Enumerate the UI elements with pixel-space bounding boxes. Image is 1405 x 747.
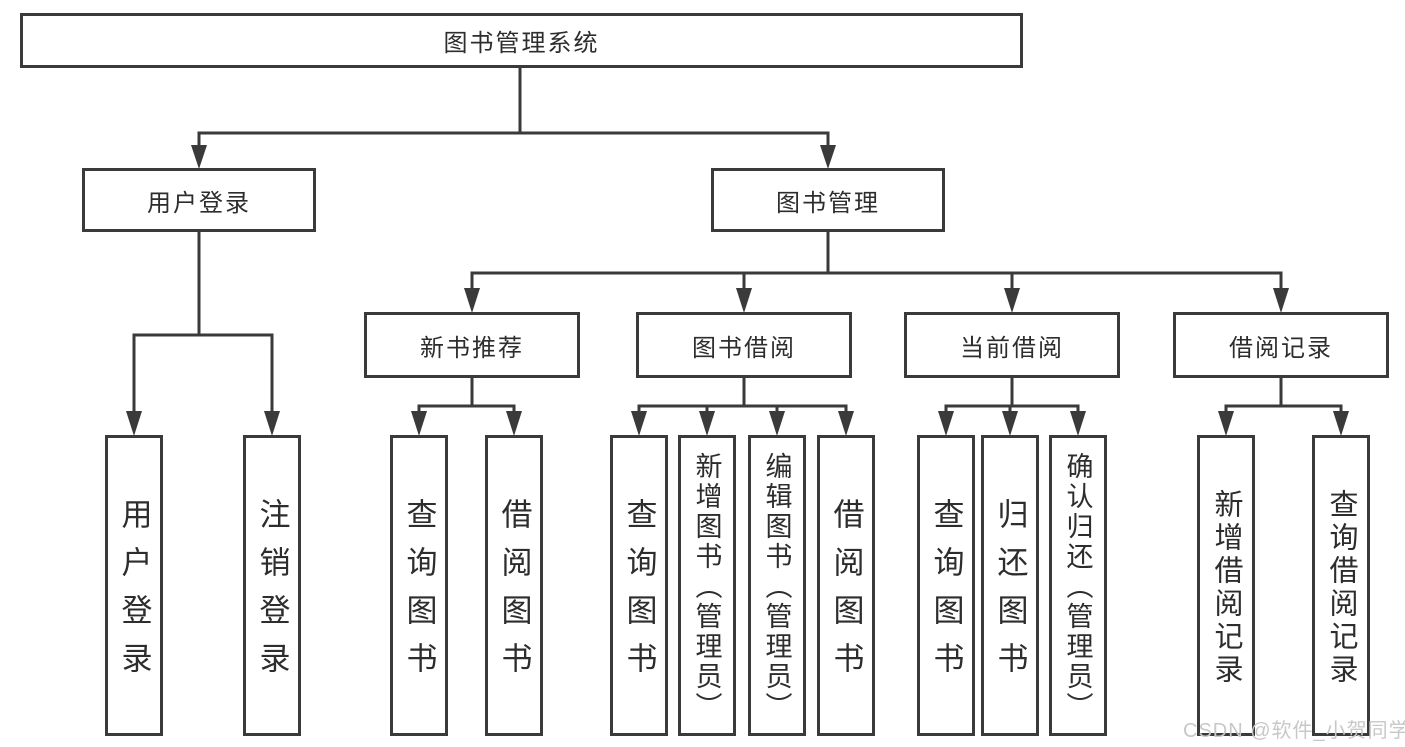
connector-book-mgmt-level3 [470,232,1283,294]
leaf-add-book-admin: 新增图书（管理员） [678,435,736,736]
leaf-add-book-admin-label: 新增图书（管理员） [691,452,722,722]
leaf-logout: 注销登录 [243,435,301,736]
leaf-confirm-return-admin-label: 确认归还（管理员） [1062,452,1093,722]
leaf-query-book-current-label: 查询图书 [928,498,964,690]
node-library-system-label: 图书管理系统 [443,30,600,57]
arrowhead [464,288,480,313]
leaf-edit-book-admin-label: 编辑图书（管理员） [761,452,792,722]
node-book-borrow: 图书借阅 [636,312,852,378]
leaf-add-borrow-record-label: 新增借阅记录 [1210,488,1242,687]
arrowhead [1273,288,1289,313]
leaf-query-book-current: 查询图书 [917,435,975,736]
leaf-query-book-recommend: 查询图书 [390,435,448,736]
leaf-return-book-label: 归还图书 [992,498,1028,690]
node-new-book-recommend-label: 新书推荐 [420,334,524,362]
arrowhead [1002,411,1018,436]
node-book-management: 图书管理 [711,168,945,232]
arrowhead [631,411,647,436]
leaf-add-borrow-record: 新增借阅记录 [1197,435,1255,736]
node-user-login: 用户登录 [82,168,316,232]
node-borrow-record-label: 借阅记录 [1229,334,1333,362]
arrowhead [820,145,836,169]
node-user-login-label: 用户登录 [147,189,251,217]
leaf-query-book-borrow-label: 查询图书 [621,498,657,690]
leaf-user-login-label: 用户登录 [116,498,152,690]
leaf-return-book: 归还图书 [981,435,1039,736]
leaf-query-borrow-record: 查询借阅记录 [1312,435,1370,736]
leaf-borrow-book-label: 借阅图书 [828,498,864,690]
arrowhead [506,411,522,436]
arrowhead [838,411,854,436]
arrowhead [1004,288,1020,313]
arrowhead [736,288,752,313]
leaf-user-login: 用户登录 [105,435,163,736]
leaf-query-book-borrow: 查询图书 [610,435,668,736]
arrowheads [126,145,1349,436]
connector-new-book-leaves [417,378,516,418]
node-current-borrow: 当前借阅 [904,312,1120,378]
leaf-query-borrow-record-label: 查询借阅记录 [1325,488,1357,687]
leaf-logout-label: 注销登录 [254,498,290,690]
arrowhead [1218,411,1234,436]
node-current-borrow-label: 当前借阅 [960,334,1064,362]
node-borrow-record: 借阅记录 [1173,312,1389,378]
arrowhead [1070,411,1086,436]
leaf-borrow-book-recommend-label: 借阅图书 [496,498,532,690]
node-library-system: 图书管理系统 [20,13,1023,68]
arrowhead [126,411,142,436]
arrowhead [699,411,715,436]
leaf-edit-book-admin: 编辑图书（管理员） [748,435,806,736]
arrowhead [769,411,785,436]
arrowhead [1333,411,1349,436]
connector-user-login-leaves [132,232,274,418]
connector-borrow-record-leaves [1224,378,1343,418]
leaf-query-book-recommend-label: 查询图书 [401,498,437,690]
arrowhead [191,145,207,169]
node-new-book-recommend: 新书推荐 [364,312,580,378]
node-book-management-label: 图书管理 [776,189,880,217]
arrowhead [264,411,280,436]
leaf-borrow-book: 借阅图书 [817,435,875,736]
connector-book-borrow-leaves [637,378,848,418]
leaf-borrow-book-recommend: 借阅图书 [485,435,543,736]
arrowhead [938,411,954,436]
node-book-borrow-label: 图书借阅 [692,334,796,362]
arrowhead [411,411,427,436]
connector-root-to-level2 [197,68,830,150]
leaf-confirm-return-admin: 确认归还（管理员） [1049,435,1107,736]
watermark: CSDN @软件_小贺同学 [1183,720,1405,742]
